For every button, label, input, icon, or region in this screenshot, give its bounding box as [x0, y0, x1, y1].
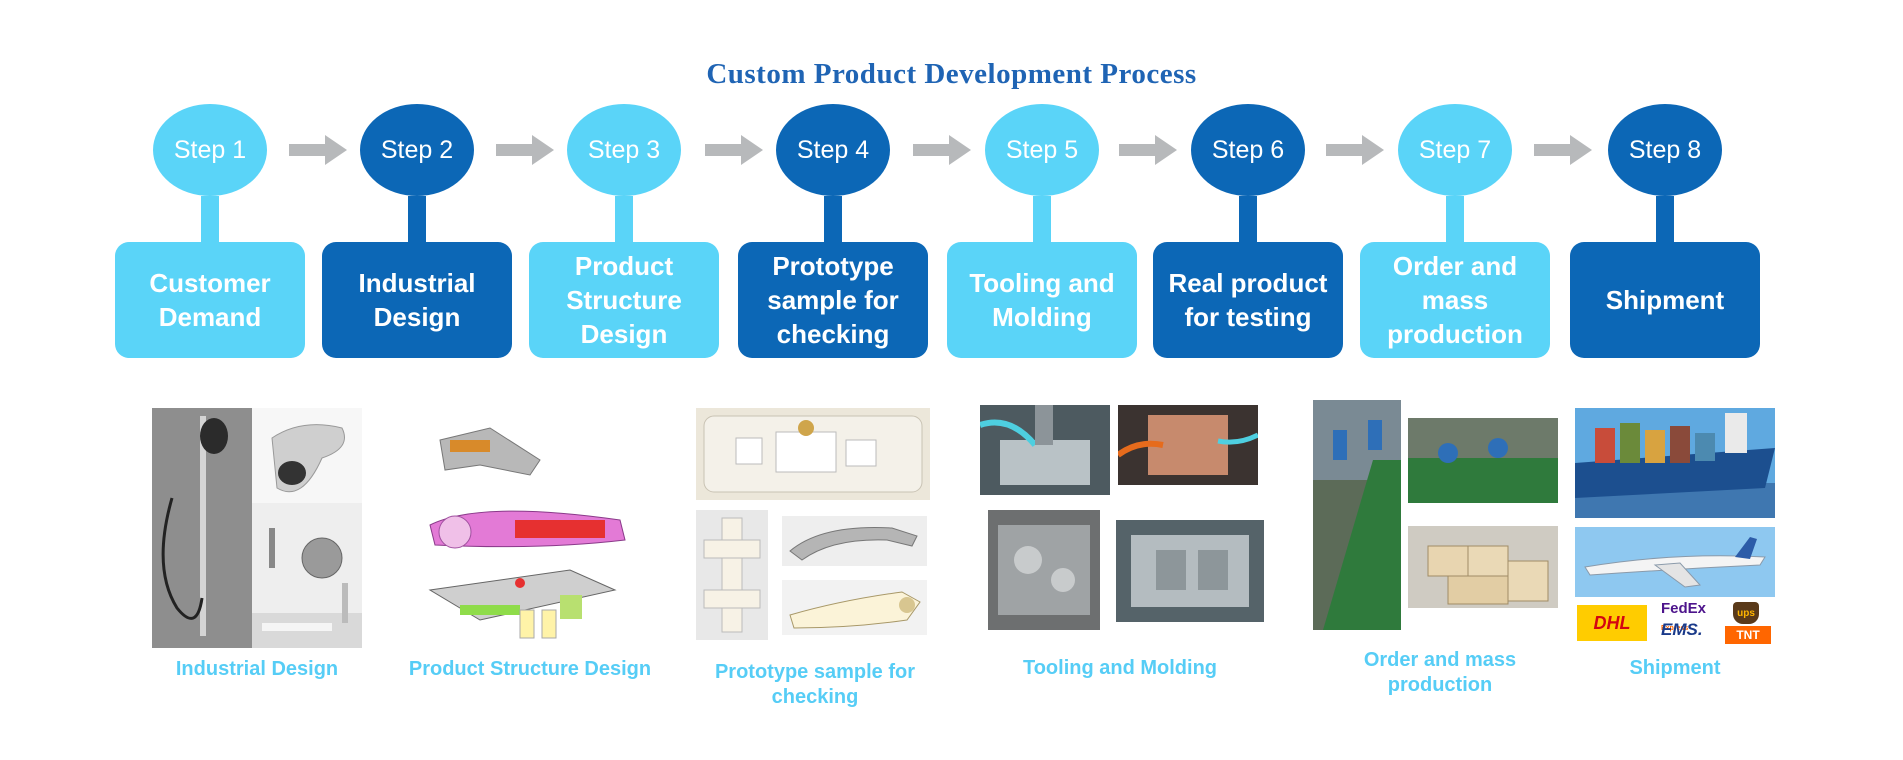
prototype-photo-case [696, 408, 930, 500]
dhl-logo-icon: DHL [1577, 605, 1647, 641]
step-6: Step 6 Real product for testing [1153, 100, 1343, 365]
step-6-connector [1239, 196, 1257, 242]
prototype-photo-valve [696, 510, 768, 640]
arrow-right-icon [705, 135, 763, 165]
arrow-right-icon [496, 135, 554, 165]
step-4-connector [824, 196, 842, 242]
step-7-connector [1446, 196, 1464, 242]
step-6-box: Real product for testing [1153, 242, 1343, 358]
ems-logo-icon: EMS. [1661, 620, 1703, 639]
step-8-circle: Step 8 [1608, 104, 1722, 196]
process-steps: Step 1 Customer Demand Step 2 Industrial… [0, 100, 1903, 370]
caption-prototype: Prototype sample for checking [714, 661, 916, 708]
shipment-photo-ship [1575, 408, 1775, 518]
step-2-connector [408, 196, 426, 242]
caption-structure-design: Product Structure Design [408, 658, 652, 680]
step-1-connector [201, 196, 219, 242]
step-6-circle: Step 6 [1191, 104, 1305, 196]
arrow-right-icon [289, 135, 347, 165]
structure-design-photo [420, 420, 640, 645]
prototype-photo-handle [782, 580, 927, 635]
step-8-box: Shipment [1570, 242, 1760, 358]
fedex-logo-text: FedEx [1661, 600, 1707, 617]
step-2: Step 2 Industrial Design [322, 100, 512, 365]
ups-logo-icon: ups [1733, 602, 1759, 624]
step-7-box: Order and mass production [1360, 242, 1550, 358]
production-photo-line [1313, 400, 1401, 630]
step-1-circle: Step 1 [153, 104, 267, 196]
tooling-photo-3 [988, 510, 1100, 630]
fedex-logo-icon: FedEx Express [1661, 600, 1721, 632]
arrow-right-icon [913, 135, 971, 165]
caption-industrial-design: Industrial Design [175, 658, 339, 680]
step-8-connector [1656, 196, 1674, 242]
prototype-photo-spout [782, 516, 927, 566]
step-7-circle: Step 7 [1398, 104, 1512, 196]
tooling-photo-4 [1116, 520, 1264, 622]
step-1-box: Customer Demand [115, 242, 305, 358]
step-5-connector [1033, 196, 1051, 242]
step-4: Step 4 Prototype sample for checking [738, 100, 928, 365]
arrow-right-icon [1326, 135, 1384, 165]
tooling-photo-1 [980, 405, 1110, 495]
arrow-right-icon [1534, 135, 1592, 165]
step-3-connector [615, 196, 633, 242]
step-3-box: Product Structure Design [529, 242, 719, 358]
fedex-logo-sub: Express [1661, 625, 1689, 632]
step-2-circle: Step 2 [360, 104, 474, 196]
shipment-logos: DHL FedEx Express EMS. ups TNT [1575, 600, 1775, 646]
step-3-circle: Step 3 [567, 104, 681, 196]
step-4-circle: Step 4 [776, 104, 890, 196]
step-8: Step 8 Shipment [1570, 100, 1760, 365]
tooling-photo-2 [1118, 405, 1258, 485]
production-photo-workers [1408, 418, 1558, 503]
step-1: Step 1 Customer Demand [115, 100, 305, 365]
step-7: Step 7 Order and mass production [1360, 100, 1550, 365]
arrow-right-icon [1119, 135, 1177, 165]
caption-order-production: Order and mass production [1363, 649, 1517, 696]
tnt-logo-icon: TNT [1725, 626, 1771, 644]
page-title: Custom Product Development Process [706, 58, 1197, 90]
industrial-design-photo [152, 408, 362, 648]
caption-shipment: Shipment [1629, 657, 1721, 679]
step-5-box: Tooling and Molding [947, 242, 1137, 358]
production-photo-boxes [1408, 526, 1558, 608]
step-3: Step 3 Product Structure Design [529, 100, 719, 365]
step-5-circle: Step 5 [985, 104, 1099, 196]
caption-tooling: Tooling and Molding [1022, 657, 1218, 679]
step-2-box: Industrial Design [322, 242, 512, 358]
step-4-box: Prototype sample for checking [738, 242, 928, 358]
process-photos: Industrial Design Product Structure Desi… [0, 400, 1903, 720]
step-5: Step 5 Tooling and Molding [947, 100, 1137, 365]
shipment-photo-plane [1575, 527, 1775, 597]
